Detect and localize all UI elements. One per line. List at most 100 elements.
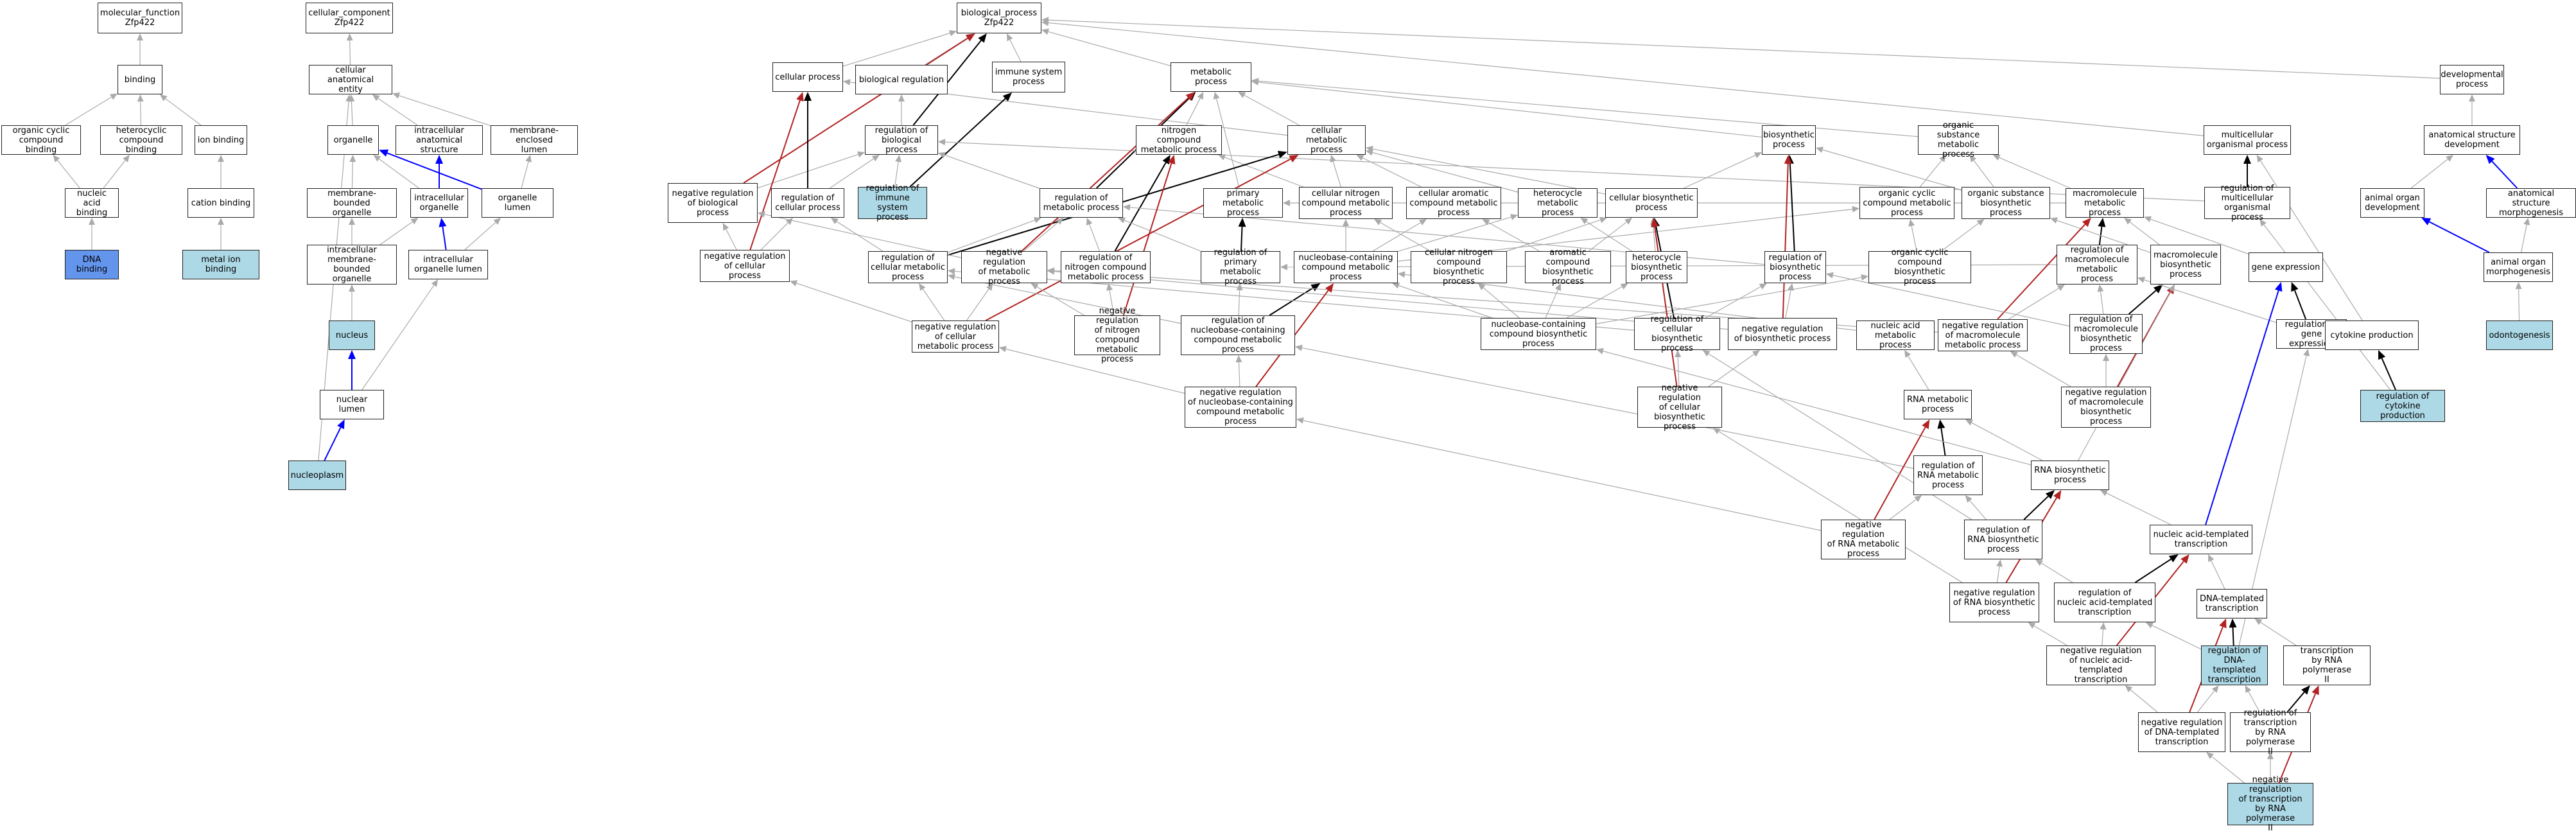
- go-term-isp[interactable]: immune system process: [992, 62, 1065, 92]
- go-term-nrmp[interactable]: negative regulation of metabolic process: [961, 248, 1047, 286]
- go-term-cp[interactable]: cellular process: [772, 62, 843, 92]
- go-term-nrrnamp[interactable]: negative regulation of RNA metabolic pro…: [1821, 520, 1906, 559]
- go-term-ncmp[interactable]: nitrogen compound metabolic process: [1136, 125, 1222, 155]
- go-term-metp[interactable]: metabolic process: [1171, 62, 1251, 92]
- go-term-hmp[interactable]: heterocycle metabolic process: [1518, 188, 1597, 218]
- go-term-nrnbccmp[interactable]: negative regulation of nucleobase-contai…: [1185, 387, 1296, 428]
- go-term-rcmp[interactable]: regulation of cellular metabolic process: [868, 251, 948, 283]
- go-term-nrmmp[interactable]: negative regulation of macromolecule met…: [1938, 319, 2028, 351]
- go-term-organelle[interactable]: organelle: [327, 125, 379, 155]
- go-term-cc[interactable]: cellular_component Zfp422: [306, 3, 393, 33]
- go-term-nrtrp2[interactable]: negative regulation of transcription by …: [2227, 775, 2313, 833]
- go-term-dtt[interactable]: DNA-templated transcription: [2197, 589, 2267, 618]
- go-term-pmp[interactable]: primary metabolic process: [1203, 188, 1283, 218]
- go-term-mbo[interactable]: membrane-bounded organelle: [307, 188, 397, 218]
- go-term-asd[interactable]: anatomical structure development: [2424, 125, 2520, 155]
- go-term-cytp[interactable]: cytokine production: [2325, 320, 2419, 350]
- go-term-ias[interactable]: intracellular anatomical structure: [396, 125, 483, 155]
- go-term-binding[interactable]: binding: [117, 65, 162, 94]
- go-term-hbp[interactable]: heterocycle biosynthetic process: [1626, 251, 1687, 283]
- go-term-mmp[interactable]: macromolecule metabolic process: [2066, 188, 2144, 218]
- go-term-rnbccmp[interactable]: regulation of nucleobase-containing comp…: [1181, 315, 1295, 355]
- go-term-nucleoplasm[interactable]: nucleoplasm: [288, 460, 346, 490]
- go-term-hcb[interactable]: heterocyclic compound binding: [100, 125, 182, 155]
- go-term-nrncmp[interactable]: negative regulation of nitrogen compound…: [1074, 306, 1160, 364]
- go-term-nrbp[interactable]: negative regulation of biological proces…: [668, 183, 758, 223]
- edge-arrowhead: [843, 79, 851, 85]
- go-term-ocb[interactable]: organic cyclic compound binding: [1, 125, 81, 155]
- go-term-nrnatt[interactable]: negative regulation of nucleic acid-temp…: [2046, 645, 2155, 685]
- go-term-catb[interactable]: cation binding: [187, 188, 254, 218]
- go-term-rrnamp[interactable]: regulation of RNA metabolic process: [1913, 455, 1983, 495]
- go-term-rmop[interactable]: regulation of multicellular organismal p…: [2204, 184, 2290, 222]
- go-term-nrrnabp[interactable]: negative regulation of RNA biosynthetic …: [1949, 583, 2039, 622]
- go-term-bsp[interactable]: biosynthetic process: [1762, 125, 1816, 155]
- go-term-rnabp[interactable]: RNA biosynthetic process: [2031, 460, 2109, 490]
- go-term-nrcp[interactable]: negative regulation of cellular process: [700, 250, 790, 282]
- go-term-occbp[interactable]: organic cyclic compound biosynthetic pro…: [1868, 248, 1971, 286]
- go-term-occmp[interactable]: organic cyclic compound metabolic proces…: [1859, 187, 1954, 219]
- go-term-nrcbp[interactable]: negative regulation of cellular biosynth…: [1637, 383, 1722, 432]
- go-term-rnamp[interactable]: RNA metabolic process: [1904, 390, 1972, 419]
- go-term-iol[interactable]: intracellular organelle lumen: [408, 250, 488, 279]
- go-term-ge[interactable]: gene expression: [2249, 252, 2323, 282]
- go-term-cmp[interactable]: cellular metabolic process: [1287, 125, 1366, 155]
- go-term-natt[interactable]: nucleic acid-templated transcription: [2150, 525, 2252, 554]
- go-term-rdtt[interactable]: regulation of DNA-templated transcriptio…: [2201, 645, 2268, 685]
- go-term-namp[interactable]: nucleic acid metabolic process: [1856, 320, 1935, 350]
- go-term-rmmp[interactable]: regulation of macromolecule metabolic pr…: [2057, 245, 2137, 285]
- go-term-bp[interactable]: biological_process Zfp422: [957, 3, 1041, 33]
- edge-is-a: [1124, 220, 1201, 252]
- go-term-trp2[interactable]: transcription by RNA polymerase II: [2283, 645, 2371, 685]
- go-term-rcyp[interactable]: regulation of cytokine production: [2360, 390, 2445, 422]
- go-term-aom[interactable]: animal organ morphogenesis: [2484, 252, 2553, 282]
- go-term-nucleus[interactable]: nucleus: [329, 320, 375, 350]
- go-term-rnatt[interactable]: regulation of nucleic acid-templated tra…: [2054, 583, 2155, 622]
- go-term-breg[interactable]: biological regulation: [855, 65, 948, 94]
- go-term-cacmp[interactable]: cellular aromatic compound metabolic pro…: [1406, 187, 1501, 219]
- go-term-nbccbp[interactable]: nucleobase-containing compound biosynthe…: [1481, 318, 1596, 350]
- edge-arrowhead: [1752, 350, 1760, 357]
- go-term-mbp[interactable]: macromolecule biosynthetic process: [2150, 245, 2221, 285]
- go-term-rncmp[interactable]: regulation of nitrogen compound metaboli…: [1061, 251, 1151, 283]
- go-term-nl[interactable]: nuclear lumen: [320, 390, 384, 419]
- go-term-acbp[interactable]: aromatic compound biosynthetic process: [1525, 248, 1611, 286]
- go-term-rbp[interactable]: regulation of biological process: [865, 125, 938, 155]
- go-term-nrdtt[interactable]: negative regulation of DNA-templated tra…: [2138, 712, 2225, 752]
- go-term-osmp[interactable]: organic substance metabolic process: [1918, 121, 1999, 159]
- go-term-rrnabp[interactable]: regulation of RNA biosynthetic process: [1964, 520, 2042, 559]
- go-term-mop[interactable]: multicellular organismal process: [2204, 125, 2291, 155]
- go-term-nrcmp[interactable]: negative regulation of cellular metaboli…: [912, 320, 999, 353]
- go-term-rmp[interactable]: regulation of metabolic process: [1040, 188, 1123, 218]
- go-term-nab[interactable]: nucleic acid binding: [65, 188, 119, 218]
- go-term-imbo[interactable]: intracellular membrane-bounded organelle: [307, 245, 397, 285]
- go-term-osbp[interactable]: organic substance biosynthetic process: [1962, 187, 2050, 219]
- go-term-nrmbp[interactable]: negative regulation of macromolecule bio…: [2061, 387, 2151, 428]
- go-term-dnab[interactable]: DNA binding: [65, 250, 119, 279]
- go-term-cncbp[interactable]: cellular nitrogen compound biosynthetic …: [1411, 248, 1507, 286]
- go-term-rtrp2[interactable]: regulation of transcription by RNA polym…: [2230, 708, 2311, 757]
- go-term-odonto[interactable]: odontogenesis: [2486, 320, 2553, 350]
- go-term-mib[interactable]: metal ion binding: [182, 250, 259, 279]
- go-term-ol[interactable]: organelle lumen: [482, 188, 553, 218]
- go-term-cncmp[interactable]: cellular nitrogen compound metabolic pro…: [1299, 187, 1393, 219]
- go-term-devp[interactable]: developmental process: [2440, 65, 2504, 94]
- go-term-ionb[interactable]: ion binding: [195, 125, 247, 155]
- go-term-rcbp[interactable]: regulation of cellular biosynthetic proc…: [1634, 315, 1720, 353]
- go-term-io[interactable]: intracellular organelle: [410, 188, 468, 218]
- go-term-nrbsp[interactable]: negative regulation of biosynthetic proc…: [1728, 318, 1837, 350]
- go-term-asm[interactable]: anatomical structure morphogenesis: [2486, 188, 2576, 218]
- go-term-rbsp[interactable]: regulation of biosynthetic process: [1764, 251, 1826, 283]
- go-term-rpmp[interactable]: regulation of primary metabolic process: [1201, 248, 1280, 286]
- go-term-rmbp[interactable]: regulation of macromolecule biosynthetic…: [2069, 314, 2143, 354]
- go-term-cbsp[interactable]: cellular biosynthetic process: [1605, 188, 1698, 218]
- go-term-mf[interactable]: molecular_function Zfp422: [98, 3, 182, 33]
- go-term-nbccmp[interactable]: nucleobase-containing compound metabolic…: [1294, 251, 1398, 283]
- go-term-risp[interactable]: regulation of immune system process: [858, 184, 927, 222]
- edge-arrowhead: [1784, 155, 1792, 164]
- edge-arrowhead: [2311, 685, 2319, 696]
- go-term-rcp[interactable]: regulation of cellular process: [771, 188, 844, 218]
- go-term-aod[interactable]: animal organ development: [2360, 188, 2424, 218]
- go-term-mel[interactable]: membrane-enclosed lumen: [491, 125, 578, 155]
- go-term-cae[interactable]: cellular anatomical entity: [309, 65, 392, 94]
